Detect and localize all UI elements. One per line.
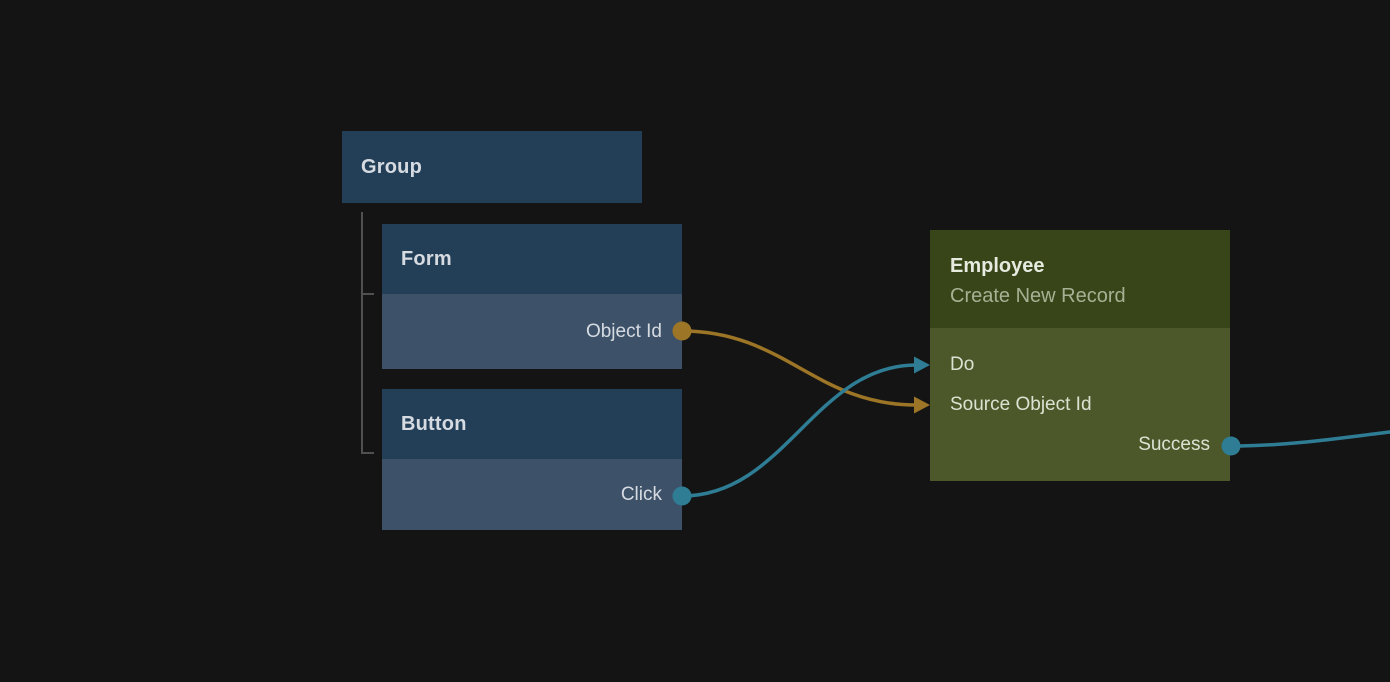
edge-object-id-to-source-object-id[interactable] [680, 329, 918, 407]
node-form[interactable]: Form Object Id [382, 224, 682, 369]
node-form-header[interactable]: Form [382, 224, 682, 294]
node-form-title: Form [401, 247, 452, 270]
input-row-do[interactable]: Do [950, 345, 1210, 385]
edge-success-to-offscreen[interactable] [1238, 430, 1390, 448]
port-label-do: Do [950, 354, 975, 375]
node-form-body: Object Id [382, 294, 682, 369]
group-to-form-tick [361, 293, 374, 295]
node-employee-header[interactable]: Employee Create New Record [930, 230, 1230, 328]
node-employee[interactable]: Employee Create New Record Do Source Obj… [930, 230, 1230, 481]
input-row-source-object-id[interactable]: Source Object Id [950, 385, 1210, 425]
node-button-body: Click [382, 459, 682, 530]
input-port-source-object-id-arrow-icon[interactable] [914, 396, 930, 414]
node-group-title: Group [361, 155, 422, 178]
node-employee-title: Employee [950, 255, 1045, 277]
node-employee-body: Do Source Object Id Success [930, 328, 1230, 481]
node-button-title: Button [401, 412, 467, 435]
port-label-object-id: Object Id [585, 320, 662, 342]
node-group-header[interactable]: Group [342, 131, 642, 203]
output-row-success[interactable]: Success [950, 425, 1210, 465]
node-group[interactable]: Group [342, 131, 642, 203]
edge-click-to-do[interactable] [680, 363, 918, 498]
node-button-header[interactable]: Button [382, 389, 682, 459]
node-employee-subtitle: Create New Record [950, 285, 1126, 307]
port-label-source-object-id: Source Object Id [950, 394, 1092, 415]
group-children-connector-line [361, 212, 363, 454]
port-label-click: Click [620, 483, 662, 505]
group-to-button-tick [361, 452, 374, 454]
input-port-do-arrow-icon[interactable] [914, 356, 930, 374]
node-button[interactable]: Button Click [382, 389, 682, 530]
port-label-success: Success [1138, 434, 1210, 455]
